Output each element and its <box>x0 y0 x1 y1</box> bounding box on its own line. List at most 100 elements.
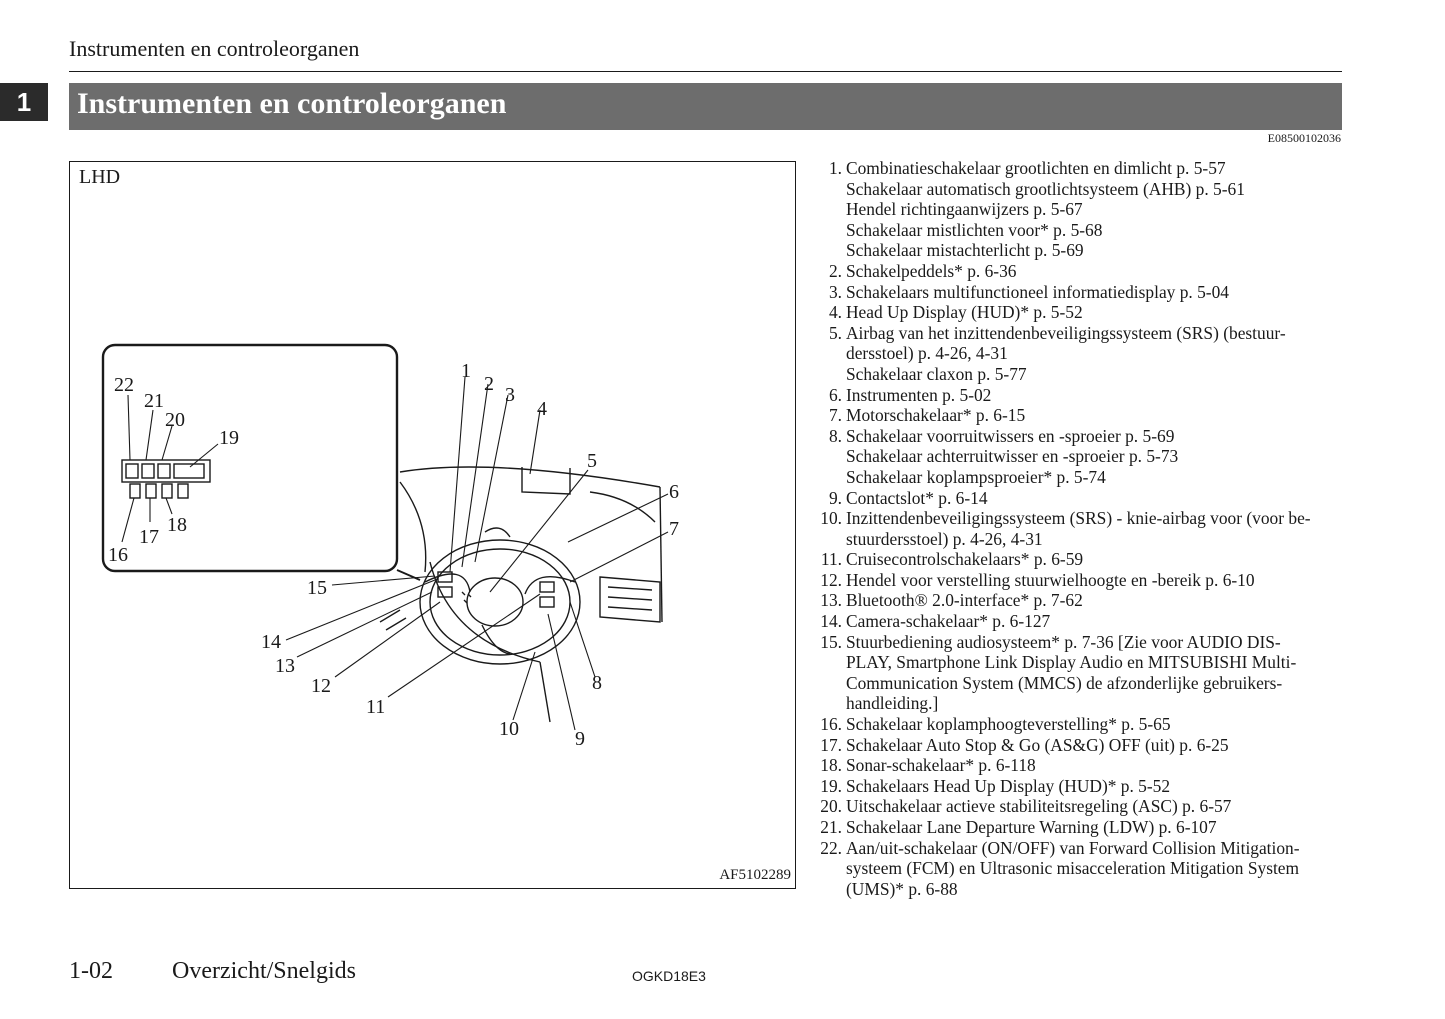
footer-code: OGKD18E3 <box>632 968 706 984</box>
header-rule <box>69 71 1342 72</box>
legend-item-text: Airbag van het inzittendenbeveiligingssy… <box>846 322 1286 343</box>
legend-item-text: Uitschakelaar actieve stabiliteitsregeli… <box>846 796 1232 817</box>
legend-item: 3.Schakelaars multifunctioneel informati… <box>812 282 1342 303</box>
callout-14: 14 <box>261 631 281 653</box>
legend-item-number: 13. <box>820 590 842 611</box>
legend-item: 22.Aan/uit-schakelaar (ON/OFF) van Forwa… <box>812 838 1342 900</box>
page-number: 1-02 <box>69 958 113 984</box>
legend-item: 6.Instrumenten p. 5-02 <box>812 385 1342 406</box>
legend-item-text: handleiding.] <box>846 693 939 714</box>
legend-item-text: Motorschakelaar* p. 6-15 <box>846 405 1026 426</box>
doc-code: E08500102036 <box>1267 131 1341 145</box>
callout-9: 9 <box>575 728 585 750</box>
callout-22: 22 <box>114 374 134 396</box>
callout-13: 13 <box>275 655 295 677</box>
legend-item-number: 3. <box>828 281 842 302</box>
legend-item-number: 20. <box>820 796 842 817</box>
legend-item-text: Contactslot* p. 6-14 <box>846 487 988 508</box>
dashboard-drawing: 1 2 3 4 5 6 7 8 9 10 11 12 13 14 15 16 1… <box>101 343 679 750</box>
legend-item: 19.Schakelaars Head Up Display (HUD)* p.… <box>812 776 1342 797</box>
callout-17: 17 <box>139 526 159 548</box>
figure-label: LHD <box>79 166 121 188</box>
legend-item-number: 22. <box>820 837 842 858</box>
legend-item-text: Schakelpeddels* p. 6-36 <box>846 260 1017 281</box>
legend-item-number: 16. <box>820 714 842 735</box>
callout-5: 5 <box>587 450 597 472</box>
legend-item: 9.Contactslot* p. 6-14 <box>812 488 1342 509</box>
legend-item-text: Schakelaars multifunctioneel informatied… <box>846 281 1229 302</box>
callout-6: 6 <box>669 481 679 503</box>
legend-item-text: Schakelaar Lane Departure Warning (LDW) … <box>846 817 1217 837</box>
legend-item-number: 21. <box>820 817 842 837</box>
legend-item: 8.Schakelaar voorruitwissers en -sproeie… <box>812 426 1342 488</box>
footer-section: Overzicht/Snelgids <box>172 958 356 984</box>
callout-19: 19 <box>219 427 239 449</box>
legend-item-number: 8. <box>828 425 842 446</box>
legend-item: 7.Motorschakelaar* p. 6-15 <box>812 405 1342 426</box>
legend-item: 17.Schakelaar Auto Stop & Go (AS&G) OFF … <box>812 735 1342 756</box>
callout-10: 10 <box>499 718 519 740</box>
legend-item-number: 19. <box>820 775 842 796</box>
legend-item-number: 17. <box>820 734 842 755</box>
legend-item-number: 4. <box>828 302 842 323</box>
legend-item-text: Communication System (MMCS) de afzonderl… <box>846 672 1283 693</box>
section-title-band: Instrumenten en controleorganen <box>69 83 1342 130</box>
legend-item-text: Hendel richtingaanwijzers p. 5-67 <box>846 199 1083 220</box>
legend-item-number: 14. <box>820 611 842 632</box>
legend-item-text: dersstoel) p. 4-26, 4-31 <box>846 343 1008 364</box>
callout-18: 18 <box>167 514 187 536</box>
legend-item: 18.Sonar-schakelaar* p. 6-118 <box>812 755 1342 776</box>
running-head: Instrumenten en controleorganen <box>69 36 360 61</box>
legend-item-text: Instrumenten p. 5-02 <box>846 384 992 405</box>
callout-1: 1 <box>461 360 471 382</box>
callout-21: 21 <box>144 390 164 412</box>
legend-item-text: Schakelaar koplamphoogteverstelling* p. … <box>846 714 1171 735</box>
legend-item-text: Schakelaar mistlichten voor* p. 5-68 <box>846 219 1103 240</box>
legend-item-number: 9. <box>828 487 842 508</box>
legend-item-text: Inzittendenbeveiligingssysteem (SRS) - k… <box>846 508 1311 529</box>
callout-20: 20 <box>165 409 185 431</box>
legend-item-text: (UMS)* p. 6-88 <box>846 878 958 899</box>
legend-item-text: Schakelaar mistachterlicht p. 5-69 <box>846 240 1084 261</box>
callout-12: 12 <box>311 675 331 697</box>
chapter-tab: 1 <box>0 83 48 121</box>
legend-item: 15.Stuurbediening audiosysteem* p. 7-36 … <box>812 632 1342 714</box>
legend-item: 2.Schakelpeddels* p. 6-36 <box>812 261 1342 282</box>
legend-item-number: 2. <box>828 260 842 281</box>
legend-item-text: Schakelaar Auto Stop & Go (AS&G) OFF (ui… <box>846 734 1229 755</box>
legend-item-number: 1. <box>828 158 842 178</box>
legend-list: 1.Combinatieschakelaar grootlichten en d… <box>812 158 1342 899</box>
callout-4: 4 <box>537 398 547 420</box>
legend-item: 16.Schakelaar koplamphoogteverstelling* … <box>812 714 1342 735</box>
legend-item-text: Bluetooth® 2.0-interface* p. 7-62 <box>846 590 1083 611</box>
legend-item: 14.Camera-schakelaar* p. 6-127 <box>812 611 1342 632</box>
callout-2: 2 <box>484 373 494 395</box>
legend-item: 1.Combinatieschakelaar grootlichten en d… <box>812 158 1342 261</box>
legend-item-text: Combinatieschakelaar grootlichten en dim… <box>846 158 1226 178</box>
legend-item-text: Sonar-schakelaar* p. 6-118 <box>846 755 1036 776</box>
legend-item-text: Schakelaar koplampsproeier* p. 5-74 <box>846 466 1106 487</box>
legend-item-text: Schakelaar achterruitwisser en -sproeier… <box>846 446 1179 467</box>
figure-code: AF5102289 <box>719 867 791 883</box>
legend-item-text: Schakelaar voorruitwissers en -sproeier … <box>846 425 1175 446</box>
callout-3: 3 <box>505 384 515 406</box>
legend-item-text: Cruisecontrolschakelaars* p. 6-59 <box>846 549 1084 570</box>
legend-item-number: 7. <box>828 405 842 426</box>
dashboard-illustration: LHD <box>69 161 796 889</box>
legend-item-number: 5. <box>828 322 842 343</box>
legend-item-text: Camera-schakelaar* p. 6-127 <box>846 611 1051 632</box>
legend-item-text: Schakelaars Head Up Display (HUD)* p. 5-… <box>846 775 1171 796</box>
legend-item-number: 11. <box>820 549 842 570</box>
legend-item-text: stuurdersstoel) p. 4-26, 4-31 <box>846 528 1043 549</box>
callout-15: 15 <box>307 577 327 599</box>
legend-item-number: 6. <box>828 384 842 405</box>
legend-item-text: Head Up Display (HUD)* p. 5-52 <box>846 302 1083 323</box>
legend-item-number: 15. <box>820 631 842 652</box>
section-title: Instrumenten en controleorganen <box>77 87 507 120</box>
legend-item-number: 12. <box>820 569 842 590</box>
callout-8: 8 <box>592 672 602 694</box>
legend-item-number: 10. <box>820 508 842 529</box>
legend-item: 12.Hendel voor verstelling stuurwielhoog… <box>812 570 1342 591</box>
legend-item-text: systeem (FCM) en Ultrasonic misaccelerat… <box>846 858 1300 879</box>
legend-item-text: PLAY, Smartphone Link Display Audio en M… <box>846 652 1297 673</box>
